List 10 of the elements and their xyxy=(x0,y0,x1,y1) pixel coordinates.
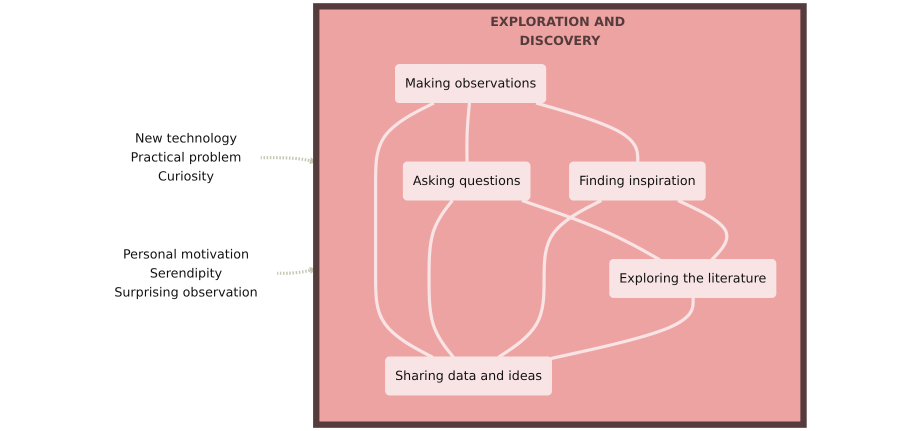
connector xyxy=(498,199,602,359)
connector xyxy=(677,199,728,261)
connector xyxy=(536,101,640,162)
connector xyxy=(374,102,435,359)
connector xyxy=(522,198,661,262)
node-text: New technology Practical problem Curiosity xyxy=(130,130,242,184)
connector xyxy=(428,199,455,358)
node-text: Personal motivation Serendipity Surprising observation xyxy=(114,246,258,300)
connector xyxy=(550,298,695,360)
connector xyxy=(465,102,472,162)
